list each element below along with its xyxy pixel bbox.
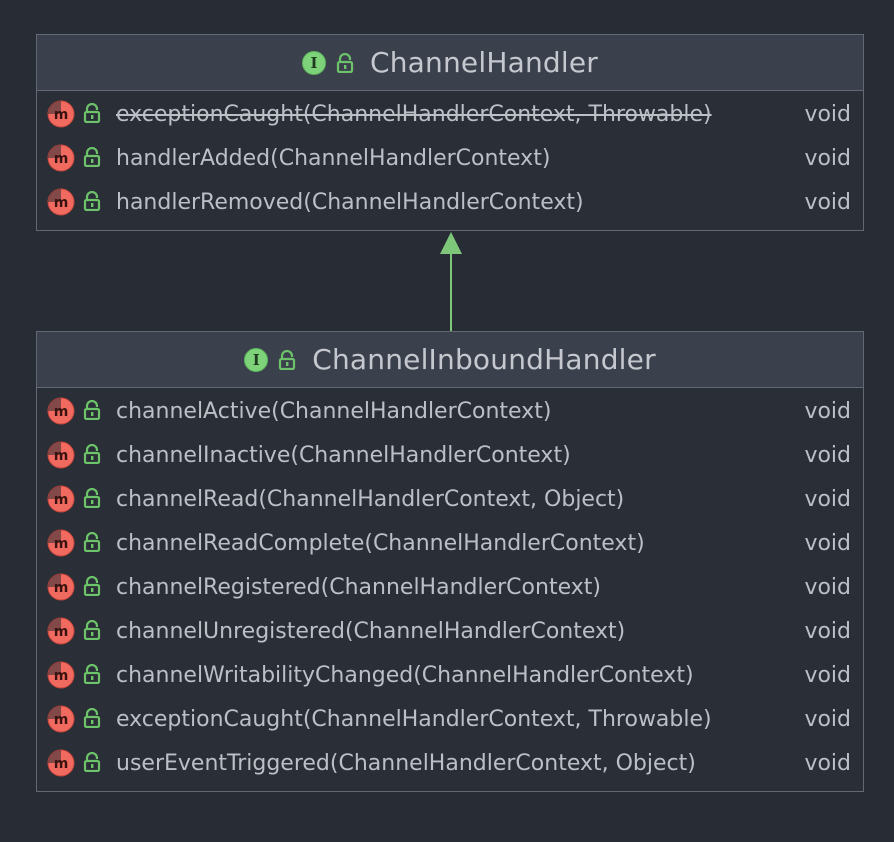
method-signature: channelUnregistered(ChannelHandlerContex… [116,618,626,644]
method-return-type: void [804,750,851,776]
public-lock-icon [336,53,354,73]
method-signature: handlerAdded(ChannelHandlerContext) [116,145,551,171]
method-return-type: void [804,145,851,171]
method-icon [47,188,75,216]
method-icon [47,617,75,645]
method-row[interactable]: userEventTriggered(ChannelHandlerContext… [37,741,863,785]
class-header: I ChannelHandler [37,35,863,91]
public-lock-icon [83,147,101,167]
class-box-channel-handler[interactable]: I ChannelHandler exceptionCaught(Channel… [36,34,864,231]
method-signature: channelActive(ChannelHandlerContext) [116,398,552,424]
method-return-type: void [804,101,851,127]
public-lock-icon [278,350,296,370]
method-signature: channelRead(ChannelHandlerContext, Objec… [116,486,625,512]
method-row[interactable]: channelRead(ChannelHandlerContext, Objec… [37,477,863,521]
method-return-type: void [804,574,851,600]
method-signature: channelWritabilityChanged(ChannelHandler… [116,662,694,688]
public-lock-icon [83,576,101,596]
method-list: exceptionCaught(ChannelHandlerContext, T… [37,91,863,226]
method-return-type: void [804,618,851,644]
method-icon [47,573,75,601]
method-row[interactable]: exceptionCaught(ChannelHandlerContext, T… [37,697,863,741]
interface-icon: I [244,347,269,372]
method-signature: handlerRemoved(ChannelHandlerContext) [116,189,584,215]
method-icon [47,529,75,557]
method-icon [47,749,75,777]
method-icon [47,100,75,128]
method-signature: userEventTriggered(ChannelHandlerContext… [116,750,696,776]
method-row[interactable]: channelActive(ChannelHandlerContext) void [37,389,863,433]
method-return-type: void [804,442,851,468]
public-lock-icon [83,532,101,552]
inheritance-arrow [440,232,462,331]
method-icon [47,144,75,172]
method-return-type: void [804,189,851,215]
method-row[interactable]: handlerRemoved(ChannelHandlerContext) voi… [37,180,863,224]
method-row[interactable]: exceptionCaught(ChannelHandlerContext, T… [37,92,863,136]
public-lock-icon [83,444,101,464]
method-signature: channelReadComplete(ChannelHandlerContex… [116,530,645,556]
public-lock-icon [83,103,101,123]
method-return-type: void [804,706,851,732]
method-signature: channelRegistered(ChannelHandlerContext) [116,574,601,600]
public-lock-icon [83,191,101,211]
method-signature: channelInactive(ChannelHandlerContext) [116,442,571,468]
method-icon [47,397,75,425]
method-return-type: void [804,486,851,512]
class-name: ChannelInboundHandler [312,343,656,376]
method-row[interactable]: channelInactive(ChannelHandlerContext) vo… [37,433,863,477]
class-header: I ChannelInboundHandler [37,332,863,388]
method-signature: exceptionCaught(ChannelHandlerContext, T… [116,101,712,127]
method-row[interactable]: channelUnregistered(ChannelHandlerContex… [37,609,863,653]
public-lock-icon [83,400,101,420]
method-icon [47,485,75,513]
public-lock-icon [83,620,101,640]
method-row[interactable]: channelRegistered(ChannelHandlerContext)… [37,565,863,609]
class-box-channel-inbound-handler[interactable]: I ChannelInboundHandler channelActive(Ch… [36,331,864,792]
method-row[interactable]: handlerAdded(ChannelHandlerContext) void [37,136,863,180]
method-return-type: void [804,398,851,424]
public-lock-icon [83,664,101,684]
method-row[interactable]: channelWritabilityChanged(ChannelHandler… [37,653,863,697]
method-icon [47,705,75,733]
method-return-type: void [804,662,851,688]
class-name: ChannelHandler [369,46,598,79]
method-signature: exceptionCaught(ChannelHandlerContext, T… [116,706,712,732]
method-icon [47,661,75,689]
method-list: channelActive(ChannelHandlerContext) void… [37,388,863,787]
public-lock-icon [83,752,101,772]
method-icon [47,441,75,469]
method-row[interactable]: channelReadComplete(ChannelHandlerContex… [37,521,863,565]
method-return-type: void [804,530,851,556]
public-lock-icon [83,708,101,728]
interface-icon: I [301,50,326,75]
public-lock-icon [83,488,101,508]
